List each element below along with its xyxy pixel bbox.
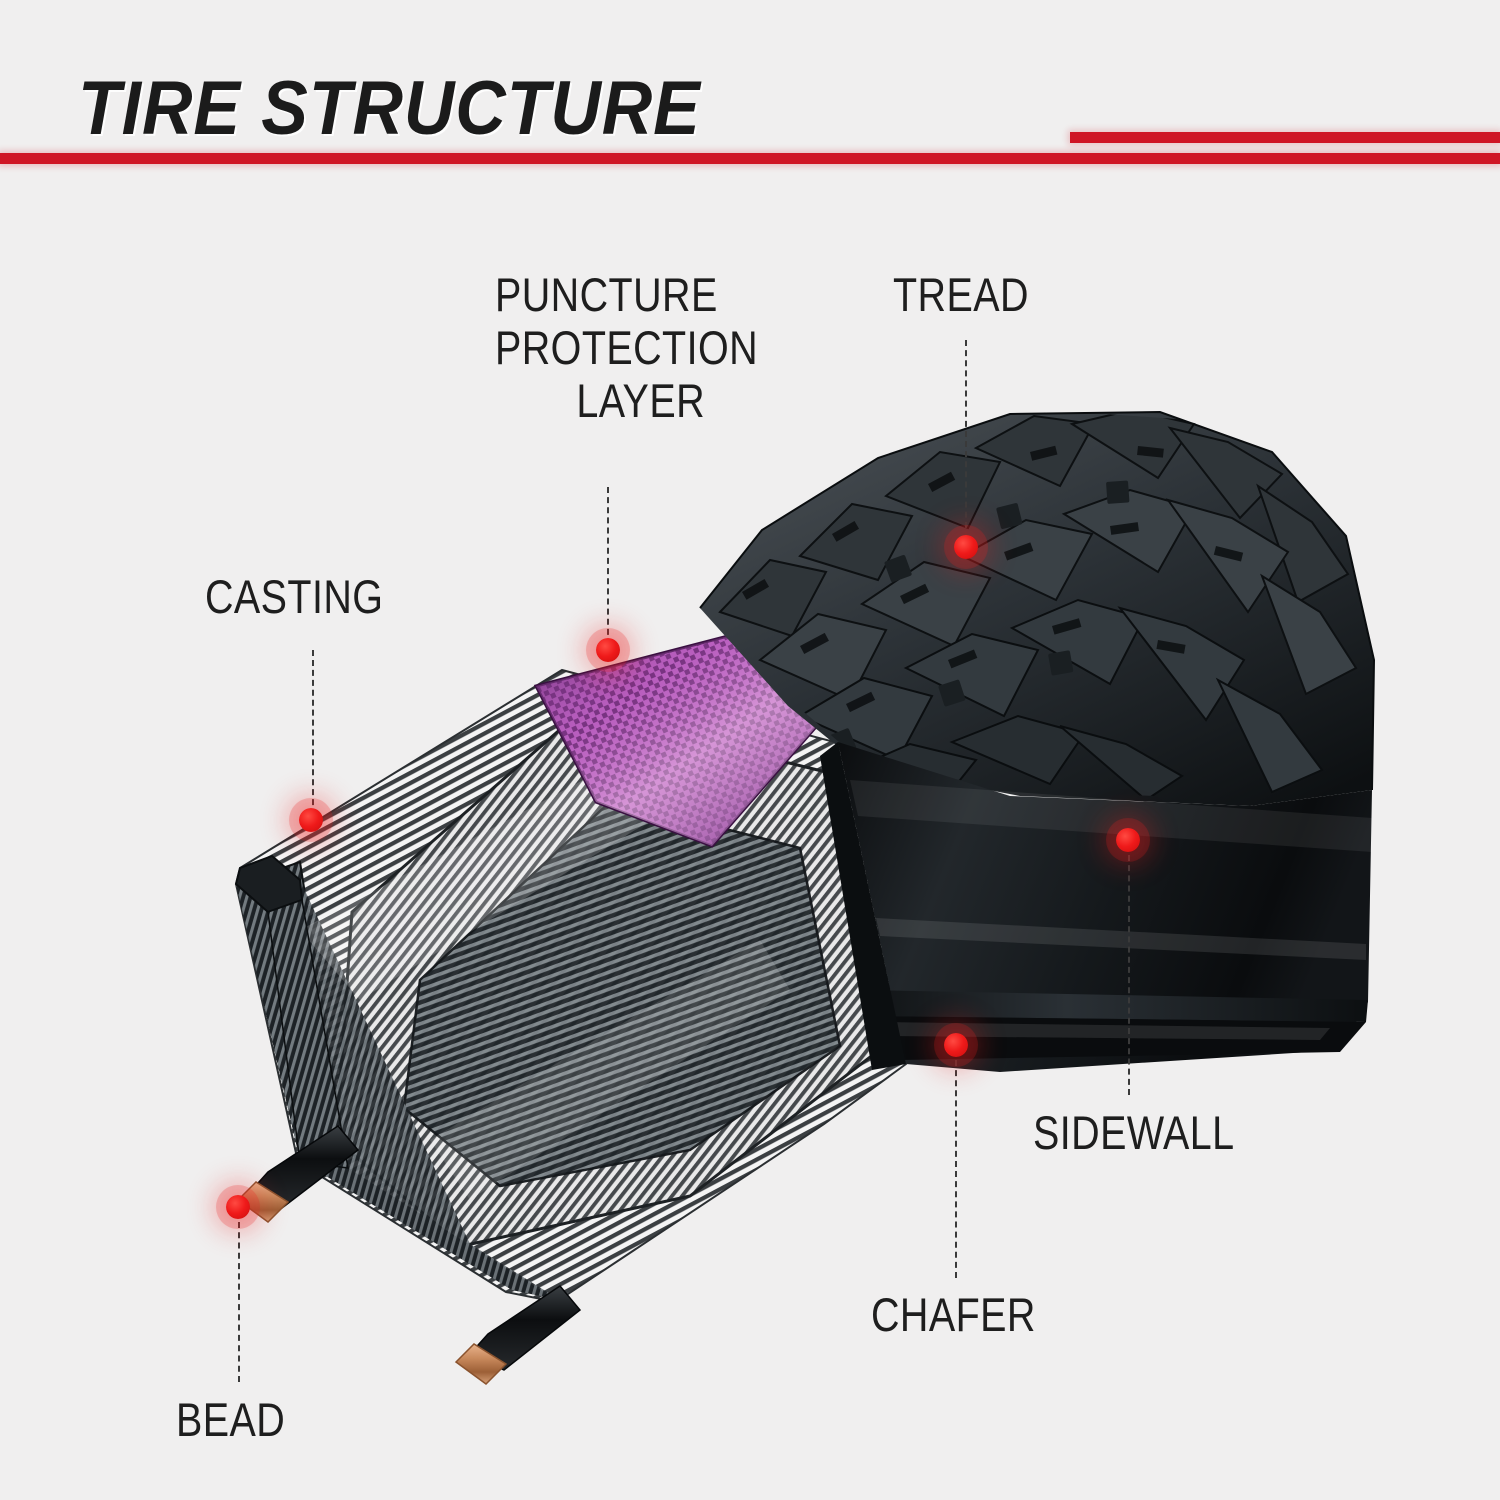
callout-label-casting: CASTING: [205, 570, 384, 623]
marker-dot-sidewall[interactable]: [1116, 828, 1140, 852]
leader-line-bead: [238, 1222, 240, 1382]
bead-wires: [236, 1125, 582, 1385]
callout-label-sidewall: SIDEWALL: [1033, 1106, 1235, 1159]
callout-label-puncture-protection-layer: PUNCTURE PROTECTION LAYER: [495, 268, 759, 427]
page-title: TIRE STRUCTURE: [78, 66, 701, 151]
puncture-protection-mesh: [533, 634, 839, 848]
leader-line-casting: [312, 650, 314, 815]
casing-body: [234, 668, 908, 1304]
marker-dot-tread[interactable]: [954, 535, 978, 559]
marker-dot-bead[interactable]: [226, 1195, 250, 1219]
sidewall-panel: [820, 742, 1372, 1072]
leader-line-tread: [965, 340, 967, 538]
leader-line-puncture-protection-layer: [607, 487, 609, 645]
marker-dot-puncture-protection-layer[interactable]: [596, 638, 620, 662]
leader-line-sidewall: [1128, 855, 1130, 1095]
callout-label-tread: TREAD: [893, 268, 1029, 321]
leader-line-chafer: [955, 1060, 957, 1278]
header-accent-rule: [0, 153, 1500, 164]
marker-dot-casting[interactable]: [299, 808, 323, 832]
header-accent-rule-short: [1070, 132, 1500, 143]
marker-dot-chafer[interactable]: [944, 1033, 968, 1057]
callout-label-bead: BEAD: [176, 1393, 286, 1446]
callout-label-chafer: CHAFER: [871, 1288, 1036, 1341]
